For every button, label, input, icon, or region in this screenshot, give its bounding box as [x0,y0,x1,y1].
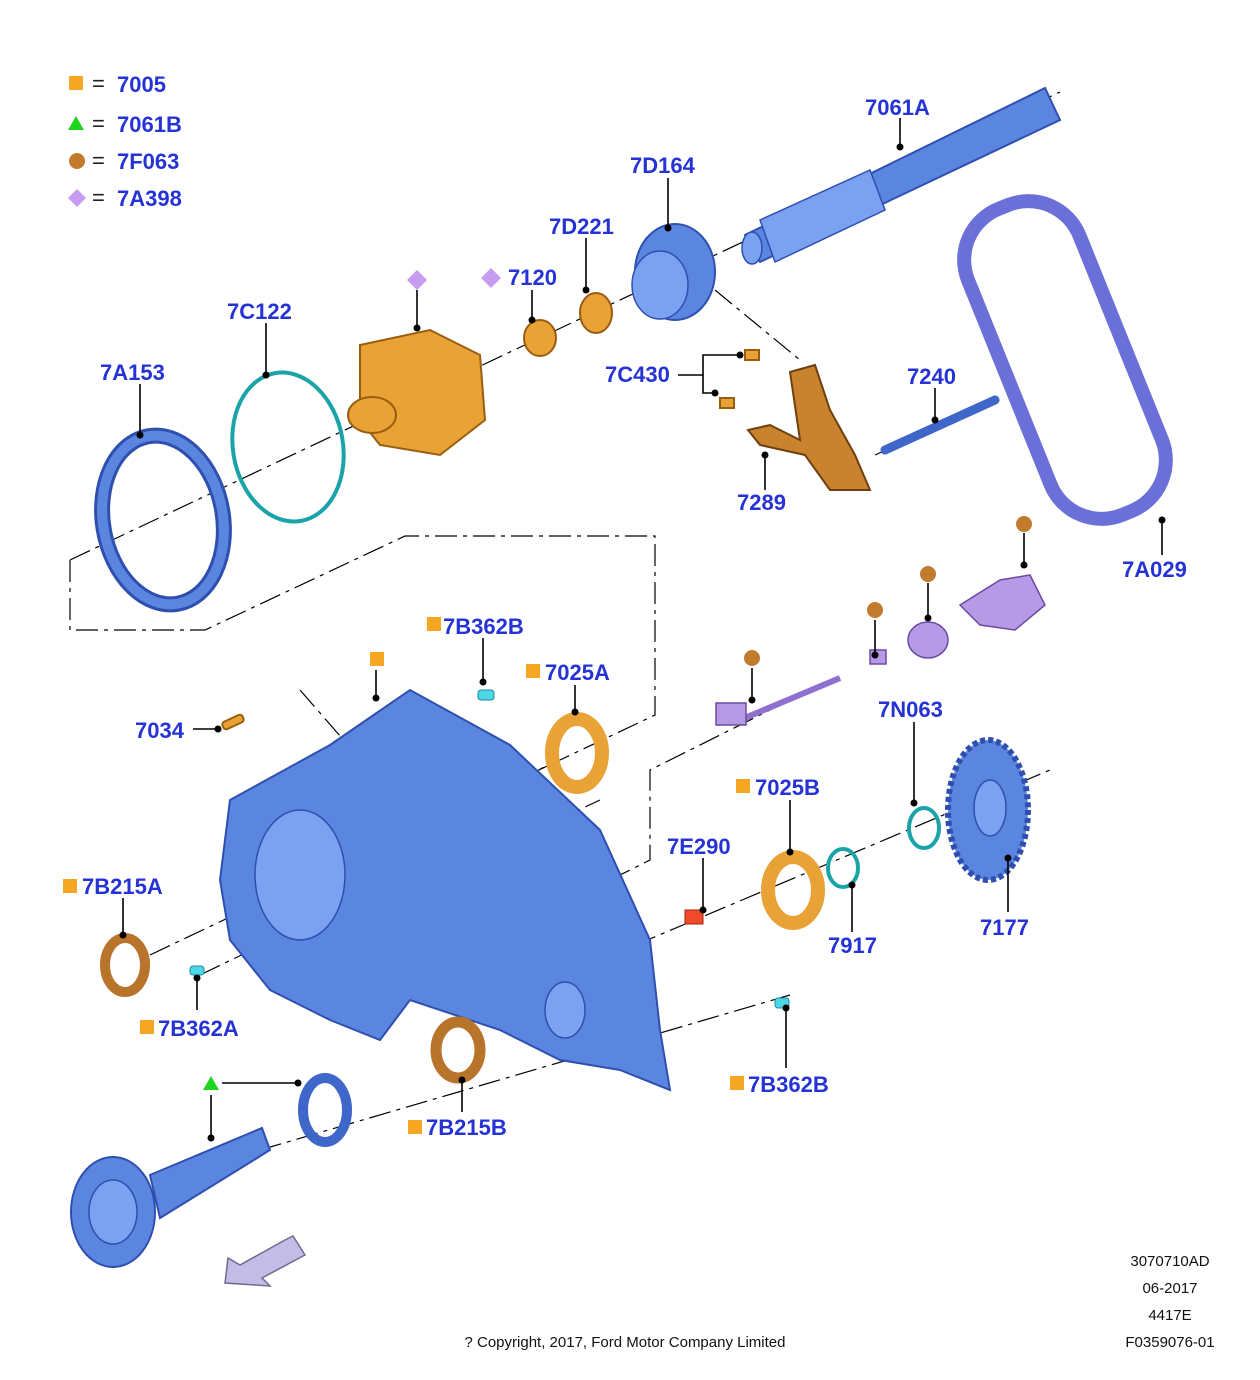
part-7061A-main-shaft [741,86,1062,265]
figure-id: F0359076-01 [1125,1334,1214,1351]
square-marker-icon [370,652,384,666]
legend-circle-icon [69,153,85,169]
square-marker-icon [63,879,77,893]
label-7A153: 7A153 [100,360,165,385]
label-7061A: 7061A [865,95,930,120]
square-marker-icon [427,617,441,631]
callout-symbols [63,268,1032,1134]
legend-equals: = [92,185,105,210]
legend-code-7061B: 7061B [117,112,182,137]
label-7N063: 7N063 [878,697,943,722]
label-7B362B-bottom: 7B362B [748,1072,829,1097]
leader-lines [119,118,1166,1142]
label-7120: 7120 [508,265,557,290]
part-output-flange [70,1126,272,1268]
label-7B215A: 7B215A [82,874,163,899]
square-marker-icon [526,664,540,678]
label-7B362A: 7B362A [158,1016,239,1041]
housing-side-bore [544,981,586,1039]
part-7D221-ring [579,292,613,334]
label-7289: 7289 [737,490,786,515]
part-7B362A-plug [189,965,205,976]
label-7B362B-top: 7B362B [443,614,524,639]
part-labels: 7061A 7D164 7D221 7120 7C122 7A153 7C430… [82,95,1187,1140]
part-7061B-seal [298,1073,352,1147]
circle-marker-icon [920,566,936,582]
front-direction-arrow-icon [224,1235,307,1287]
part-7177-gear [945,737,1031,883]
part-7B215B-seal [430,1016,486,1084]
part-7D164-sprocket [631,223,716,321]
circle-marker-icon [744,650,760,666]
legend: = 7005 = 7061B = 7F063 = 7A398 [68,71,182,211]
model-code: 4417E [1148,1307,1191,1324]
square-marker-icon [140,1020,154,1034]
part-7025B-bearing [761,850,825,930]
part-7240-rod [880,395,1000,455]
label-7C122: 7C122 [227,299,292,324]
square-marker-icon [736,779,750,793]
part-7C122-snap-ring [230,370,346,524]
part-7A029-chain [957,194,1173,526]
legend-square-icon [69,76,83,90]
legend-code-7005: 7005 [117,72,166,97]
label-7C430: 7C430 [605,362,670,387]
label-7E290: 7E290 [667,834,731,859]
part-7B362B-top-plug [477,689,495,701]
label-7D221: 7D221 [549,214,614,239]
label-7A029: 7A029 [1122,557,1187,582]
legend-equals: = [92,71,105,96]
diamond-marker-icon [407,270,427,290]
part-7289-shift-fork [746,363,872,491]
legend-code-7A398: 7A398 [117,186,182,211]
triangle-marker-icon [203,1076,219,1090]
part-7E290-clip [684,909,704,925]
part-shift-rail-assembly [715,574,1046,726]
footer-info: 3070710AD 06-2017 4417E F0359076-01 ? Co… [465,1253,1215,1351]
legend-diamond-icon [68,189,86,207]
label-7034: 7034 [135,718,185,743]
legend-equals: = [92,111,105,136]
square-marker-icon [408,1120,422,1134]
part-7034-vent [221,713,245,731]
part-7N063-snap-ring [907,806,941,850]
part-7B215A-seal [100,933,150,997]
part-7C430-pads [719,349,760,409]
document-id: 3070710AD [1130,1253,1209,1270]
part-7025A-bearing [545,712,609,794]
circle-marker-icon [1016,516,1032,532]
label-7240: 7240 [907,364,956,389]
circle-marker-icon [867,602,883,618]
label-7177: 7177 [980,915,1029,940]
legend-equals: = [92,148,105,173]
copyright-notice: ? Copyright, 2017, Ford Motor Company Li… [465,1334,786,1351]
label-7D164: 7D164 [630,153,696,178]
label-7917: 7917 [828,933,877,958]
document-date: 06-2017 [1142,1280,1197,1297]
part-7120-bushing [523,319,557,357]
part-7917-snap-ring [826,847,860,889]
housing-bore [254,809,346,941]
label-7B215B: 7B215B [426,1115,507,1140]
label-7025A: 7025A [545,660,610,685]
part-7A398-planetary-carrier [347,328,487,457]
label-7025B: 7025B [755,775,820,800]
part-7A153-ring-gear [94,427,232,613]
diamond-marker-icon [481,268,501,288]
legend-triangle-icon [68,116,84,130]
square-marker-icon [730,1076,744,1090]
legend-code-7F063: 7F063 [117,149,179,174]
